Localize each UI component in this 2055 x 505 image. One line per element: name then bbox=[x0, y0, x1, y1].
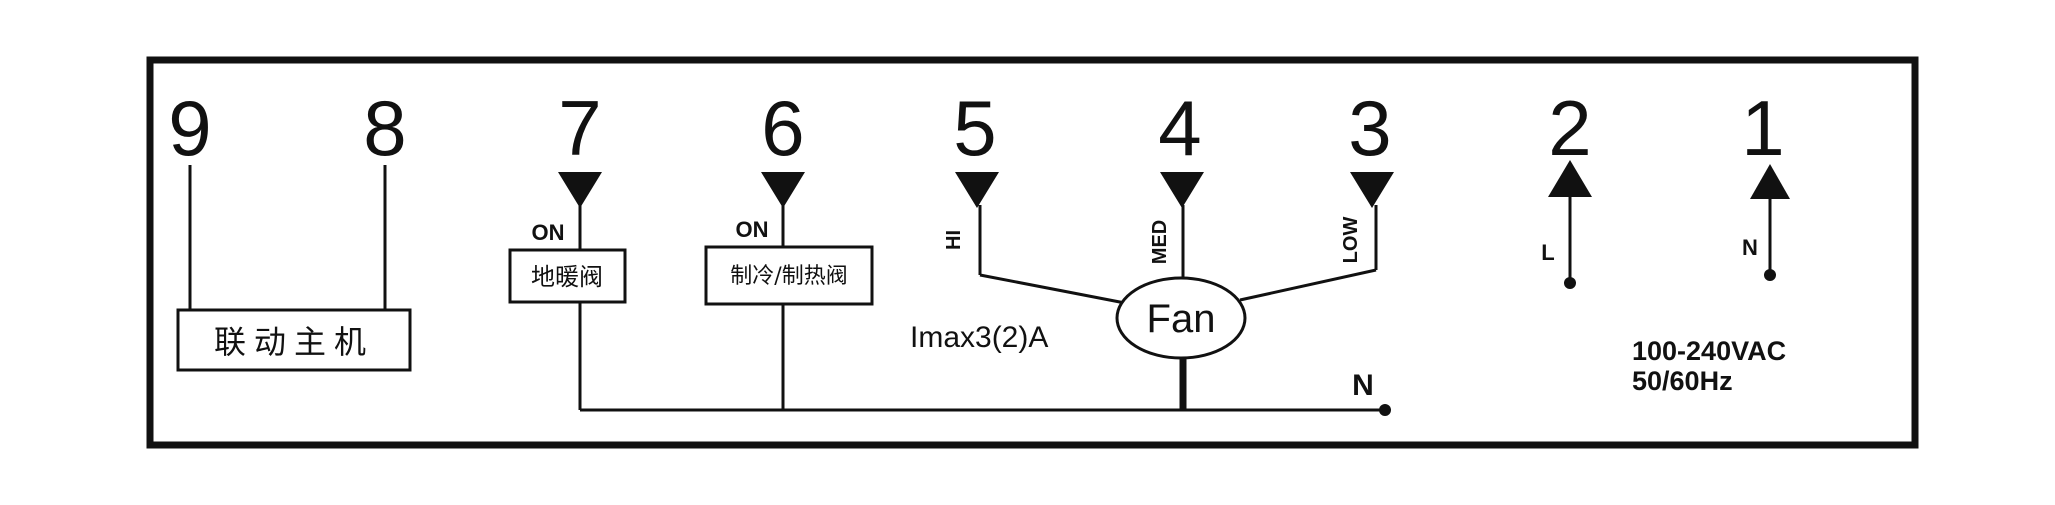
floor-heating-valve-box bbox=[508, 248, 627, 304]
terminal-6-on-label: ON bbox=[736, 217, 769, 242]
line-n-label: N bbox=[1742, 235, 1758, 260]
hi-speed-label: HI bbox=[943, 230, 965, 250]
terminal-2-number: 2 bbox=[1548, 84, 1591, 172]
neutral-n-label: N bbox=[1352, 369, 1374, 402]
outer-frame bbox=[146, 56, 1919, 449]
cool-heat-valve-box bbox=[704, 245, 874, 306]
terminal-3-arrow-down-icon bbox=[1350, 172, 1394, 208]
linkage-host-label: 联动主机 bbox=[214, 323, 374, 361]
floor-heating-valve-label: 地暖阀 bbox=[531, 263, 603, 291]
terminal-5-arrow-down-icon bbox=[955, 172, 999, 208]
supply-voltage-label: 100-240VAC bbox=[1632, 336, 1786, 366]
fan-max-current-label: Imax3(2)A bbox=[910, 321, 1048, 354]
terminal-1-dot bbox=[1764, 269, 1776, 281]
fan-label: Fan bbox=[1147, 297, 1216, 341]
linkage-host-box bbox=[176, 308, 412, 372]
cool-heat-valve-label: 制冷/制热阀 bbox=[730, 264, 847, 289]
terminal-2-arrow-up-icon bbox=[1548, 160, 1592, 197]
med-speed-label: MED bbox=[1149, 220, 1171, 264]
terminal-2-dot bbox=[1564, 277, 1576, 289]
wire-low-diagonal bbox=[1239, 268, 1377, 302]
terminal-4-number: 4 bbox=[1158, 84, 1201, 172]
terminal-6-arrow-down-icon bbox=[761, 172, 805, 208]
terminal-8-number: 8 bbox=[363, 84, 406, 172]
supply-frequency-label: 50/60Hz bbox=[1632, 366, 1733, 396]
terminal-7-arrow-down-icon bbox=[558, 172, 602, 208]
terminal-4-arrow-down-icon bbox=[1160, 172, 1204, 208]
terminal-6-number: 6 bbox=[761, 84, 804, 172]
line-l-label: L bbox=[1541, 240, 1554, 265]
terminal-7-on-label: ON bbox=[532, 220, 565, 245]
low-speed-label: LOW bbox=[1340, 217, 1362, 264]
terminal-7-number: 7 bbox=[558, 84, 601, 172]
terminal-5-number: 5 bbox=[953, 84, 996, 172]
terminal-9-number: 9 bbox=[168, 84, 211, 172]
terminal-1-number: 1 bbox=[1741, 84, 1784, 172]
terminal-3-number: 3 bbox=[1348, 84, 1391, 172]
terminal-1-arrow-up-icon bbox=[1750, 164, 1790, 199]
neutral-terminal-dot bbox=[1379, 404, 1391, 416]
wire-hi-diagonal bbox=[979, 273, 1126, 305]
